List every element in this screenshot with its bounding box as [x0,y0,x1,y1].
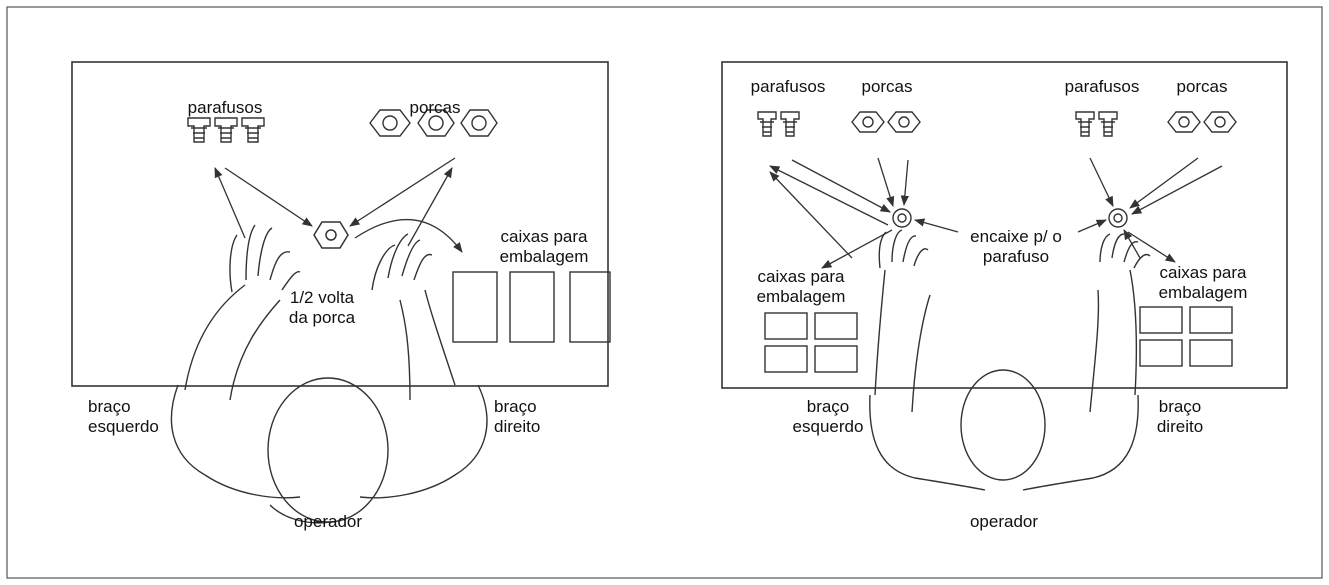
motion-arrows-left [214,157,463,253]
packing-boxes-label: caixas para embalagem [499,227,589,266]
outer-frame [6,6,1323,579]
left-arm-label: braço esquerdo [88,397,159,436]
operator-label: operador [293,512,363,531]
right-arm-label: braço direito [494,397,541,436]
table-left [71,61,609,387]
nuts-icon [369,109,498,137]
bolts-left-icon [757,111,800,137]
packing-boxes-right-left [764,312,858,373]
center-nut-icon [313,221,349,249]
nuts-right-icon [1167,111,1237,133]
fit-slot-icons [892,208,1128,228]
packing-boxes-right-label: caixas para embalagem [1158,263,1248,302]
bolts-icon [187,117,265,143]
operator-label-right-panel: operador [969,512,1039,531]
right-arm-label-right-panel: braço direito [1156,397,1204,436]
packing-boxes-right-right [1139,306,1233,367]
motion-arrows-right-right [1077,157,1223,263]
motion-arrows-right-left [769,157,959,269]
table-right [721,61,1288,389]
right-panel-drawing [721,61,1288,491]
operator-figure-right [869,229,1151,491]
operator-figure-left [170,224,488,524]
nuts-left-icon [851,111,921,133]
nuts-left-label: porcas [861,77,913,96]
bolts-left-label: parafusos [750,77,826,96]
left-panel-drawing [71,61,611,524]
packing-boxes-left [452,271,611,343]
bolts-right-icon [1075,111,1118,137]
packing-boxes-left-label: caixas para embalagem [756,267,846,306]
nut-turn-label: 1/2 volta da porca [288,288,356,327]
bolts-right-label: parafusos [1064,77,1140,96]
bolts-label: parafusos [187,98,263,117]
nuts-label: porcas [409,98,461,117]
left-arm-label-right-panel: braço esquerdo [792,397,864,436]
nuts-right-label: porcas [1176,77,1228,96]
fit-slot-label: encaixe p/ o parafuso [970,227,1062,266]
